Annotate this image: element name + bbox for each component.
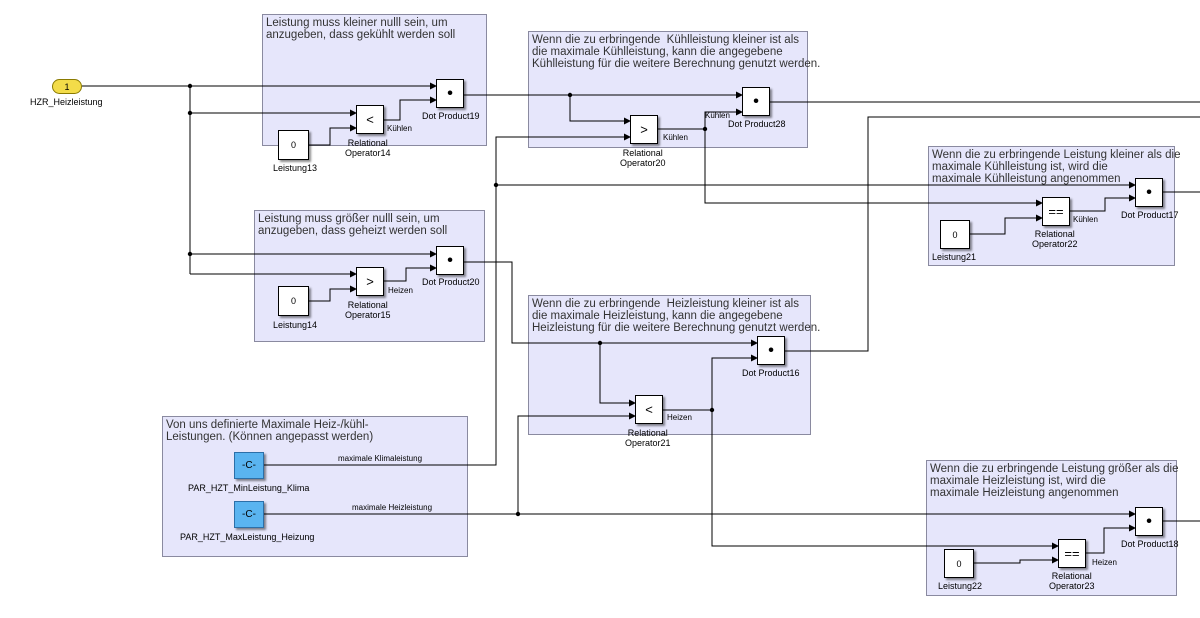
block-label: Dot Product28: [728, 119, 786, 129]
relational-operator15[interactable]: >: [356, 267, 384, 296]
block-label: Leistung22: [938, 581, 983, 591]
dot-product20[interactable]: •: [436, 246, 464, 275]
signal-label-heizen: Heizen: [388, 286, 413, 295]
relational-operator20[interactable]: >: [630, 115, 658, 144]
block-label: Leistung13: [273, 163, 318, 173]
relational-operator14[interactable]: <: [356, 105, 384, 134]
block-label: Relational Operator14: [345, 138, 391, 158]
area-text: Von uns definierte Maximale Heiz-/kühl- …: [166, 419, 374, 443]
area-text: Wenn die zu erbringende Leistung kleiner…: [932, 149, 1181, 185]
area-text: Wenn die zu erbringende Leistung größer …: [930, 463, 1179, 499]
block-label: PAR_HZT_MinLeistung_Klima: [188, 483, 310, 493]
constant-leistung14[interactable]: 0: [278, 286, 309, 316]
block-label: Dot Product16: [742, 368, 800, 378]
dot-product16[interactable]: •: [757, 336, 785, 365]
signal-label-kuehlen: Kühlen: [1073, 215, 1098, 224]
constant-par-max-heizung[interactable]: -C-: [234, 501, 264, 528]
relational-operator21[interactable]: <: [635, 395, 663, 424]
block-label: Leistung21: [932, 252, 977, 262]
signal-label-kuehlen: Kühlen: [387, 124, 412, 133]
block-label: Dot Product17: [1121, 210, 1179, 220]
block-label: Relational Operator23: [1049, 571, 1095, 591]
inport-block[interactable]: 1: [52, 79, 82, 94]
block-label: Relational Operator21: [625, 428, 671, 448]
area-parameters[interactable]: Von uns definierte Maximale Heiz-/kühl- …: [162, 416, 468, 557]
area-text: Wenn die zu erbringende Heizleistung kle…: [532, 298, 821, 334]
block-label: Dot Product19: [422, 111, 480, 121]
block-label: Leistung14: [273, 320, 318, 330]
block-label: Dot Product18: [1121, 539, 1179, 549]
area-text: Leistung muss größer nulll sein, um anzu…: [258, 213, 448, 237]
dot-product17[interactable]: •: [1135, 178, 1163, 207]
block-label: Relational Operator20: [620, 148, 666, 168]
dot-product28[interactable]: •: [742, 87, 770, 116]
block-label: PAR_HZT_MaxLeistung_Heizung: [180, 532, 315, 542]
area-text: Wenn die zu erbringende Kühlleistung kle…: [532, 34, 821, 70]
dot-product19[interactable]: •: [436, 79, 464, 108]
constant-par-min-klima[interactable]: -C-: [234, 452, 264, 479]
signal-label-max-klima: maximale Klimaleistung: [338, 454, 423, 463]
signal-label-max-heiz: maximale Heizleistung: [352, 503, 433, 512]
constant-leistung13[interactable]: 0: [278, 130, 309, 160]
constant-leistung21[interactable]: 0: [940, 220, 970, 249]
signal-label-heizen: Heizen: [1092, 558, 1117, 567]
area-cooling-max[interactable]: Wenn die zu erbringende Leistung kleiner…: [928, 146, 1180, 266]
block-label: Relational Operator22: [1032, 229, 1078, 249]
relational-operator23[interactable]: ==: [1058, 539, 1086, 568]
signal-label-kuehlen: Kühlen: [705, 111, 730, 120]
signal-label-heizen: Heizen: [667, 413, 692, 422]
area-heating-limit[interactable]: Wenn die zu erbringende Heizleistung kle…: [528, 295, 820, 435]
block-label: Dot Product20: [422, 277, 480, 287]
block-label: Relational Operator15: [345, 300, 391, 320]
inport-label: HZR_Heizleistung: [30, 97, 103, 107]
constant-leistung22[interactable]: 0: [944, 549, 974, 578]
signal-label-kuehlen: Kühlen: [663, 133, 688, 142]
dot-product18[interactable]: •: [1135, 507, 1163, 536]
relational-operator22[interactable]: ==: [1042, 197, 1070, 226]
area-text: Leistung muss kleiner nulll sein, um anz…: [266, 17, 456, 41]
